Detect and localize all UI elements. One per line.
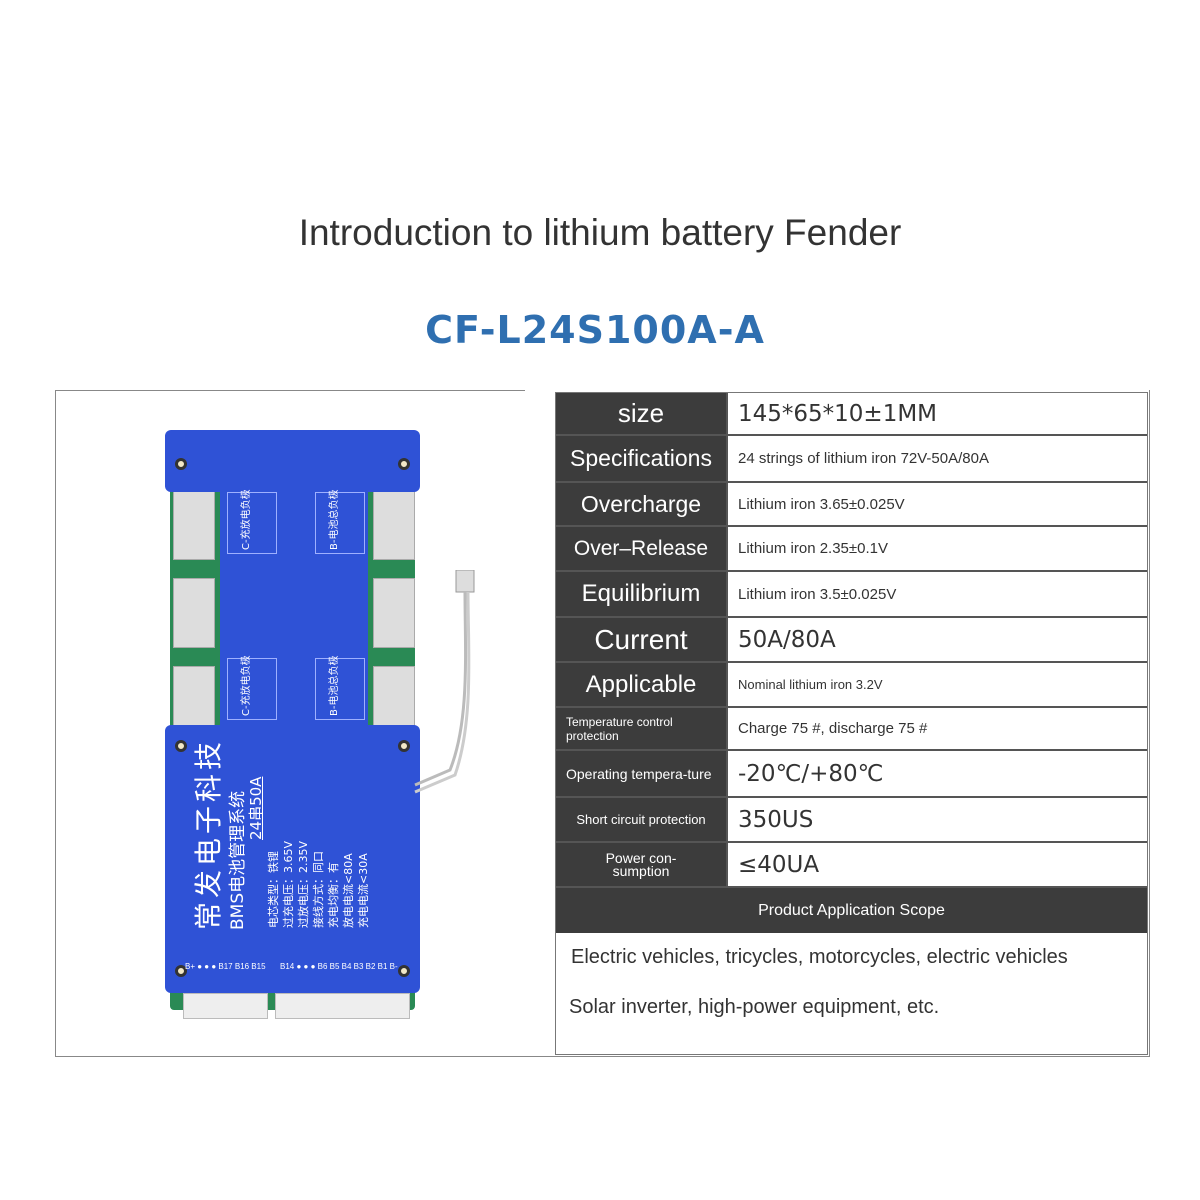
board-param: 过充电压：3.65V — [282, 840, 295, 928]
board-param: 放电电流<80A — [342, 853, 355, 928]
board-param: 电芯类型：铁锂 — [267, 851, 280, 928]
frame-divider — [55, 390, 525, 391]
board-param: 接线方式：同口 — [312, 851, 325, 928]
board-pins-right: B14 ● ● ● B6 B5 B4 B3 B2 B1 B- — [280, 962, 398, 971]
spec-row: Short circuit protection 350US — [556, 798, 1147, 843]
temperature-sensor-cable — [414, 570, 475, 794]
spec-row: Operating tempera-ture -20℃/+80℃ — [556, 751, 1147, 798]
scope-line: Solar inverter, high-power equipment, et… — [569, 996, 940, 1018]
spec-value: Lithium iron 2.35±0.1V — [738, 540, 888, 557]
spec-value: Charge 75 #, discharge 75 # — [738, 720, 928, 737]
spec-label: Over–Release — [556, 527, 728, 570]
spec-value: Lithium iron 3.5±0.025V — [738, 585, 897, 603]
spec-row: Equilibrium Lithium iron 3.5±0.025V — [556, 572, 1147, 618]
spec-label: Operating tempera-ture — [556, 751, 728, 796]
spec-value: 24 strings of lithium iron 72V-50A/80A — [738, 450, 989, 467]
spec-label: Power con-sumption — [556, 843, 728, 886]
spec-value: -20℃/+80℃ — [738, 760, 884, 787]
model-number: CF-L24S100A-A — [425, 308, 765, 352]
spec-label: size — [556, 393, 728, 434]
spec-label: Temperature control protection — [556, 708, 728, 749]
bms-board-image: C-充放电负极 B-电池总负极 C-充放电负极 B-电池总负极 常发电子科技 B… — [165, 430, 420, 1019]
board-param: 充电电流<30A — [357, 853, 370, 928]
spec-row: Temperature control protection Charge 75 … — [556, 708, 1147, 751]
spec-label: Specifications — [556, 436, 728, 481]
page-title: Introduction to lithium battery Fender — [298, 212, 902, 253]
board-label: B-电池总负极 — [329, 655, 340, 716]
spec-value: 145*65*10±1MM — [738, 400, 938, 427]
scope-line: Electric vehicles, tricycles, motorcycle… — [571, 946, 1068, 968]
spec-table: size 145*65*10±1MM Specifications 24 strin… — [555, 392, 1148, 1055]
board-label: C-充放电负极 — [241, 655, 252, 716]
spec-value: ≤40UA — [738, 851, 820, 878]
board-param: 过放电压：2.35V — [297, 840, 310, 928]
spec-value: 50A/80A — [738, 626, 836, 653]
board-label: C-充放电负极 — [241, 489, 252, 550]
content-frame — [55, 390, 1150, 1057]
spec-row: size 145*65*10±1MM — [556, 393, 1147, 436]
spec-value: Lithium iron 3.65±0.025V — [738, 495, 905, 513]
spec-row: Specifications 24 strings of lithium iron… — [556, 436, 1147, 483]
spec-row: Over–Release Lithium iron 2.35±0.1V — [556, 527, 1147, 572]
spec-row: Power con-sumption ≤40UA — [556, 843, 1147, 888]
scope-heading: Product Application Scope — [556, 888, 1147, 933]
spec-label: Applicable — [556, 663, 728, 706]
board-pins-left: B+ ● ● ● B17 B16 B15 — [185, 962, 266, 971]
spec-label: Short circuit protection — [556, 798, 728, 841]
spec-value: 350US — [738, 806, 814, 833]
board-param: 充电均衡：有 — [327, 862, 340, 928]
spec-label: Overcharge — [556, 483, 728, 525]
spec-row: Current 50A/80A — [556, 618, 1147, 663]
board-brand: 常发电子科技 — [192, 737, 225, 930]
spec-row: Applicable Nominal lithium iron 3.2V — [556, 663, 1147, 708]
board-rating: 24串50A — [247, 776, 265, 840]
spec-label: Current — [556, 618, 728, 661]
spec-label: Equilibrium — [556, 572, 728, 616]
spec-value: Nominal lithium iron 3.2V — [738, 677, 883, 692]
board-label: B-电池总负极 — [329, 489, 340, 550]
spec-row: Overcharge Lithium iron 3.65±0.025V — [556, 483, 1147, 527]
